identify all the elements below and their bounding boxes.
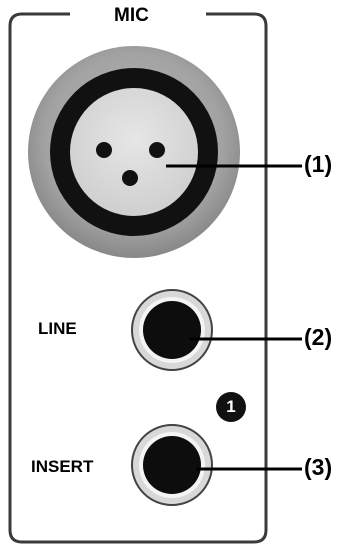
- panel-border: [8, 12, 268, 544]
- xlr-connector: [28, 46, 240, 258]
- callout-1: (1): [304, 151, 333, 177]
- xlr-pin: [96, 142, 112, 158]
- channel-badge: [216, 392, 246, 422]
- xlr-pin: [149, 142, 165, 158]
- line-jack: [131, 289, 213, 371]
- callout-2: (2): [304, 324, 333, 350]
- callout-3: (3): [304, 454, 333, 480]
- xlr-pin: [122, 170, 138, 186]
- channel-badge-number: 1: [226, 397, 236, 416]
- line-input-label: LINE: [38, 319, 77, 338]
- panel-title: MIC: [114, 5, 149, 26]
- insert-input-label: INSERT: [31, 457, 94, 476]
- insert-jack: [131, 424, 213, 506]
